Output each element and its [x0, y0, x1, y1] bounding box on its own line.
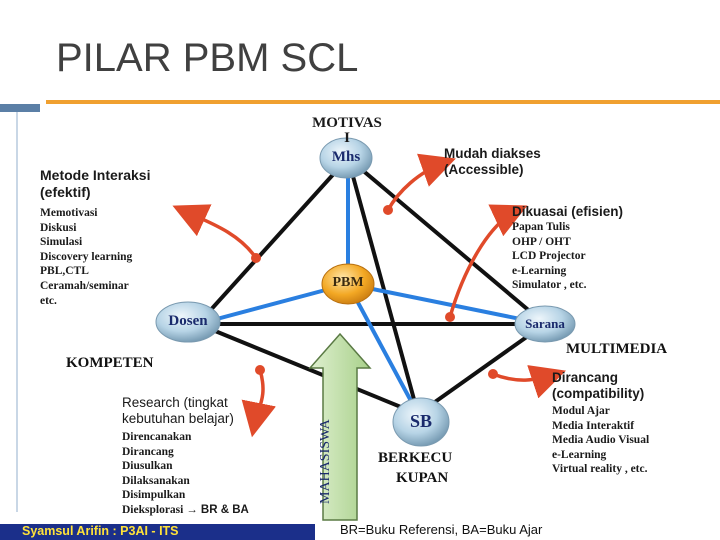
dosen-label: Dosen	[168, 313, 208, 329]
list-item: Modul Ajar	[552, 405, 610, 417]
motivasi-label: MOTIVAS I	[312, 115, 382, 146]
list-item: Dilaksanakan	[122, 474, 190, 487]
list-item: Simulasi	[40, 236, 83, 249]
pbm-node	[321, 263, 375, 305]
dosen-node	[155, 301, 221, 343]
list-item: e-Learning	[512, 264, 567, 277]
list-item: PBL,CTL	[40, 265, 89, 278]
black-edges	[196, 156, 547, 416]
sb-node	[392, 397, 450, 447]
list-item: Dirancang	[122, 445, 174, 458]
list-item: Papan Tulis	[512, 221, 570, 233]
red-dots	[251, 205, 498, 379]
dirancang-list: Modul Ajar Media Interaktif Media Audio …	[552, 404, 649, 477]
br-ba-arrow: → BR & BA	[186, 503, 249, 516]
pilar-diagram: MOTIVAS I Mhs PBM Dosen Sarana SB KOMPET…	[18, 112, 720, 540]
list-item: Media Interaktif	[552, 419, 635, 432]
pbm-label: PBM	[332, 275, 364, 290]
sarana-label: Sarana	[525, 316, 565, 331]
left-margin-line	[16, 112, 18, 512]
list-item: Virtual reality , etc.	[552, 463, 648, 476]
list-item: Dieksplorasi → BR & BA	[122, 503, 249, 516]
list-item: Discovery learning	[40, 250, 133, 263]
title-accent-block	[0, 104, 40, 112]
diagram-graphics	[155, 137, 576, 521]
mhs-node	[319, 137, 373, 179]
list-item: Media Audio Visual	[552, 434, 650, 447]
footer-note: BR=Buku Referensi, BA=Buku Ajar	[340, 522, 543, 537]
slide-title: PILAR PBM SCL	[56, 36, 359, 80]
list-item: Diusulkan	[122, 460, 173, 473]
list-item: Ceramah/seminar	[40, 279, 129, 292]
title-underline	[46, 100, 720, 104]
mahasiswa-arrow	[308, 332, 372, 521]
berkecukupan-label: BERKECU KUPAN	[378, 450, 453, 486]
dirancang-title: Dirancang (compatibility)	[552, 370, 645, 401]
footer-bar	[0, 524, 315, 540]
list-item: LCD Projector	[512, 250, 586, 263]
dikuasai-list: Papan Tulis OHP / OHT LCD Projector e-Le…	[512, 220, 587, 293]
list-item: Simulator , etc.	[512, 279, 587, 292]
sb-label: SB	[409, 411, 433, 431]
mudah-diakses-label: Mudah diakses (Accessible)	[444, 146, 541, 177]
sarana-node	[514, 305, 576, 343]
list-item: Memotivasi	[40, 207, 98, 219]
multimedia-label: MULTIMEDIA	[566, 341, 668, 357]
list-item: OHP / OHT	[512, 235, 571, 248]
research-list: Direncanakan Dirancang Diusulkan Dilaksa…	[122, 430, 249, 518]
list-item: Disimpulkan	[122, 489, 186, 502]
kompeten-label: KOMPETEN	[66, 355, 154, 371]
footer-author: Syamsul Arifin : P3AI - ITS	[22, 524, 179, 538]
red-arrows	[172, 153, 566, 438]
list-item: etc.	[40, 294, 57, 307]
mahasiswa-label: MAHASISWA	[318, 419, 333, 504]
list-item: Diskusi	[40, 221, 77, 234]
list-item: e-Learning	[552, 448, 607, 461]
list-item: Direncanakan	[122, 431, 192, 443]
mhs-label: Mhs	[331, 149, 361, 165]
metode-list: Memotivasi Diskusi Simulasi Discovery le…	[40, 206, 132, 308]
research-title: Research (tingkat kebutuhan belajar)	[122, 395, 234, 426]
metode-title: Metode Interaksi (efektif)	[40, 167, 151, 200]
dikuasai-title: Dikuasai (efisien)	[512, 204, 624, 219]
